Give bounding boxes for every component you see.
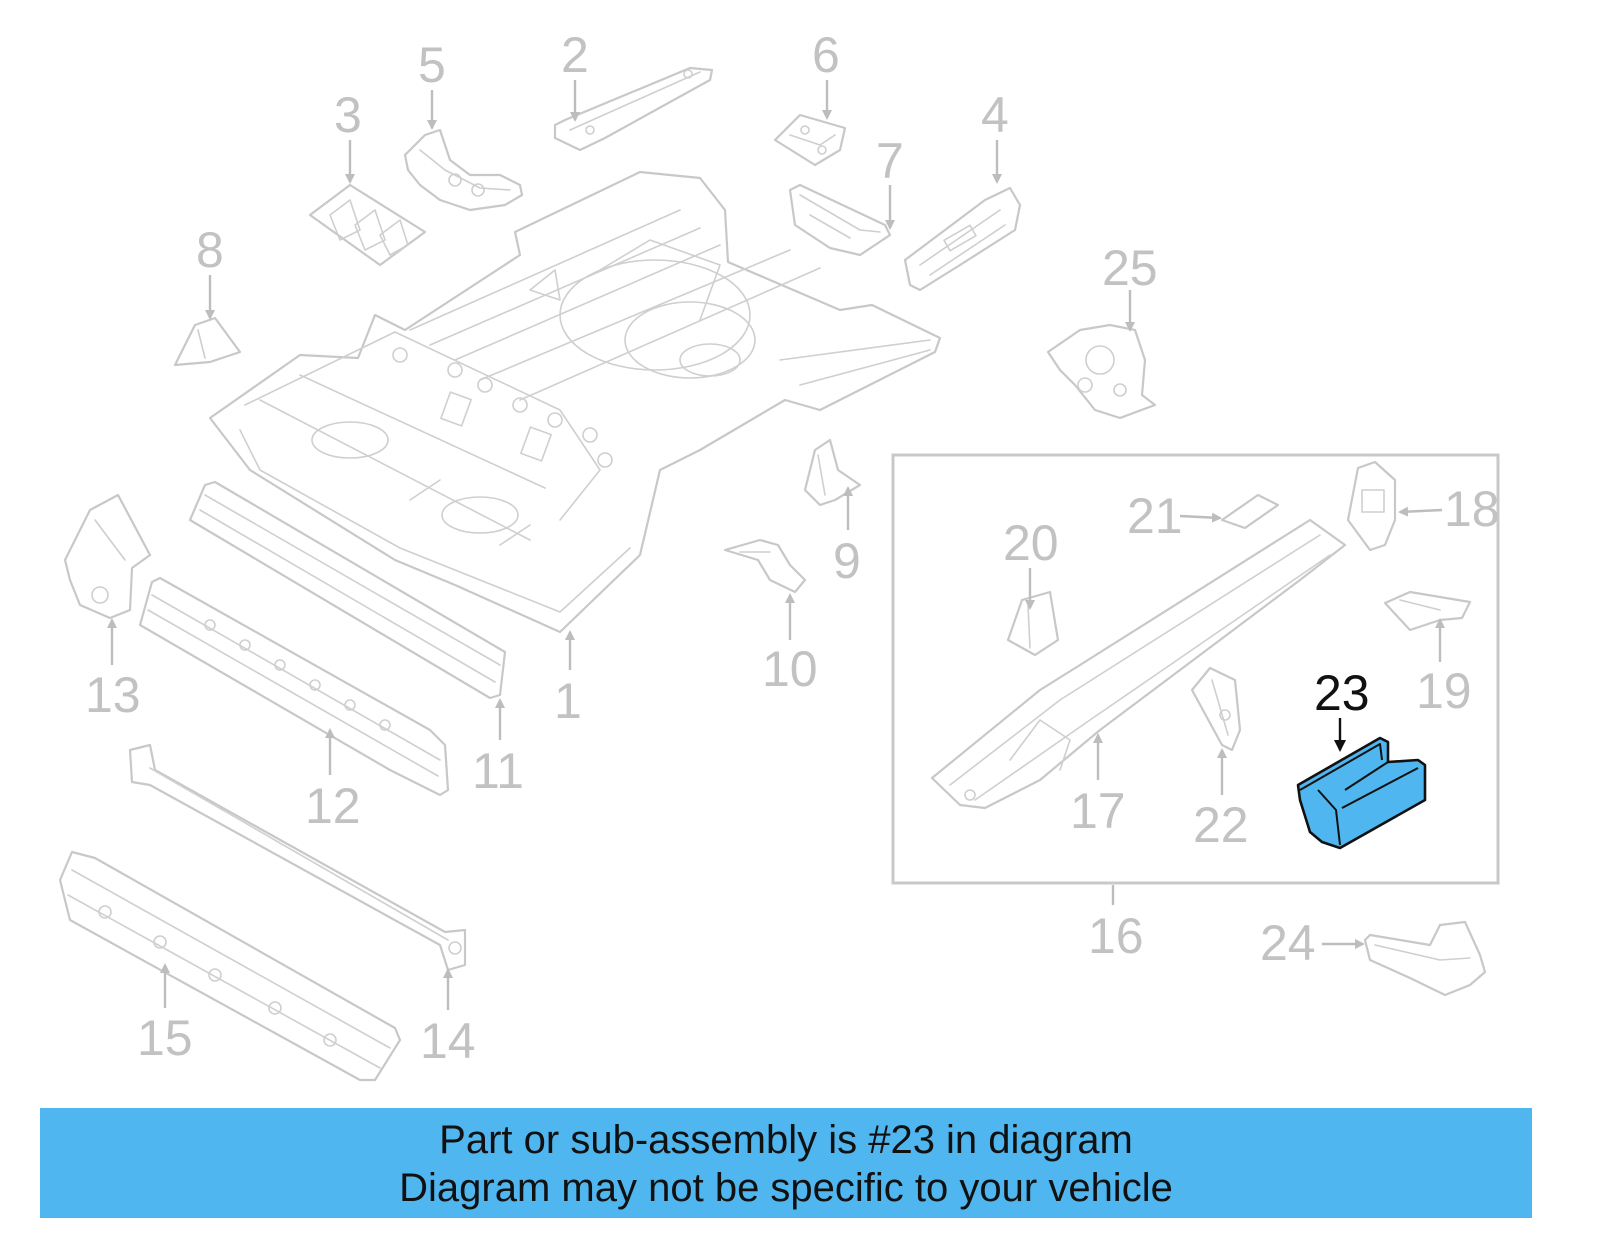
callout-10[interactable]: 10	[762, 641, 818, 697]
part-13-bracket[interactable]	[63, 493, 152, 620]
callout-24[interactable]: 24	[1260, 915, 1316, 971]
callout-13[interactable]: 13	[85, 667, 141, 723]
part-6-bracket[interactable]	[773, 113, 847, 167]
callout-25[interactable]: 25	[1102, 240, 1158, 296]
callout-20[interactable]: 20	[1003, 515, 1059, 571]
part-8-gusset[interactable]	[173, 316, 242, 367]
callout-18[interactable]: 18	[1444, 481, 1500, 537]
callout-6[interactable]: 6	[812, 27, 840, 83]
part-18-bracket[interactable]	[1346, 460, 1397, 552]
part-21-plate[interactable]	[1220, 493, 1280, 530]
leader-21	[1179, 512, 1222, 523]
part-11-crossmember[interactable]	[188, 480, 507, 700]
callout-7[interactable]: 7	[876, 133, 904, 189]
leader-lines	[107, 80, 1445, 1010]
callout-17[interactable]: 17	[1070, 783, 1126, 839]
part-1-floor-pan[interactable]	[208, 170, 942, 634]
callout-16[interactable]: 16	[1088, 908, 1144, 964]
callout-labels: 1 2 3 4 5 6 7 8 9 10 11 12 13 14 15 16 1…	[85, 27, 1500, 1069]
part-19-bracket[interactable]	[1383, 590, 1472, 632]
banner-line-disclaimer: Diagram may not be specific to your vehi…	[399, 1166, 1173, 1210]
part-3-panel[interactable]	[308, 183, 427, 267]
leader-18	[1398, 506, 1443, 517]
group-16-box	[891, 453, 1500, 885]
callout-1[interactable]: 1	[554, 673, 582, 729]
part-2-bracket[interactable]	[553, 66, 714, 152]
part-4-rail[interactable]	[903, 186, 1022, 292]
callout-23[interactable]: 23	[1314, 665, 1370, 721]
callout-8[interactable]: 8	[196, 222, 224, 278]
callout-3[interactable]: 3	[334, 87, 362, 143]
callout-9[interactable]: 9	[833, 533, 861, 589]
callout-21[interactable]: 21	[1127, 488, 1183, 544]
part-7-support[interactable]	[788, 183, 892, 257]
info-banner: Part or sub-assembly is #23 in diagram D…	[40, 1108, 1532, 1218]
callout-14[interactable]: 14	[420, 1013, 476, 1069]
callout-11[interactable]: 11	[472, 743, 524, 799]
callout-15[interactable]: 15	[137, 1010, 193, 1066]
banner-line-part: Part or sub-assembly is #23 in diagram	[439, 1118, 1133, 1162]
part-22-bracket[interactable]	[1190, 666, 1242, 752]
part-15-sill[interactable]	[58, 850, 402, 1082]
part-5-wheelhouse[interactable]	[403, 128, 524, 212]
part-24-bracket[interactable]	[1363, 920, 1487, 997]
part-23-highlighted[interactable]	[1296, 736, 1427, 850]
part-14-brace[interactable]	[128, 743, 467, 972]
part-25-bracket[interactable]	[1046, 323, 1157, 420]
callout-4[interactable]: 4	[981, 87, 1009, 143]
part-10-bracket[interactable]	[723, 538, 807, 594]
callout-5[interactable]: 5	[418, 37, 446, 93]
part-12-sill[interactable]	[138, 576, 450, 797]
part-17-rail[interactable]	[930, 518, 1347, 810]
part-9-bracket[interactable]	[803, 438, 862, 507]
callout-12[interactable]: 12	[305, 778, 361, 834]
part-20-gusset[interactable]	[1006, 590, 1060, 657]
callout-19[interactable]: 19	[1416, 663, 1472, 719]
callout-2[interactable]: 2	[561, 27, 589, 83]
callout-22[interactable]: 22	[1193, 797, 1249, 853]
